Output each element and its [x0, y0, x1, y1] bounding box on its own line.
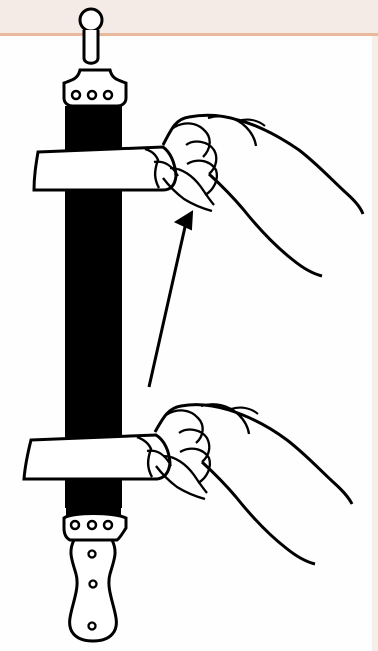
hand-icon — [163, 115, 363, 276]
hand-icon — [155, 404, 352, 564]
knife-icon — [34, 147, 178, 190]
knife-icon — [24, 435, 171, 479]
arrow-up-icon — [149, 212, 192, 387]
strop-icon — [64, 9, 126, 641]
